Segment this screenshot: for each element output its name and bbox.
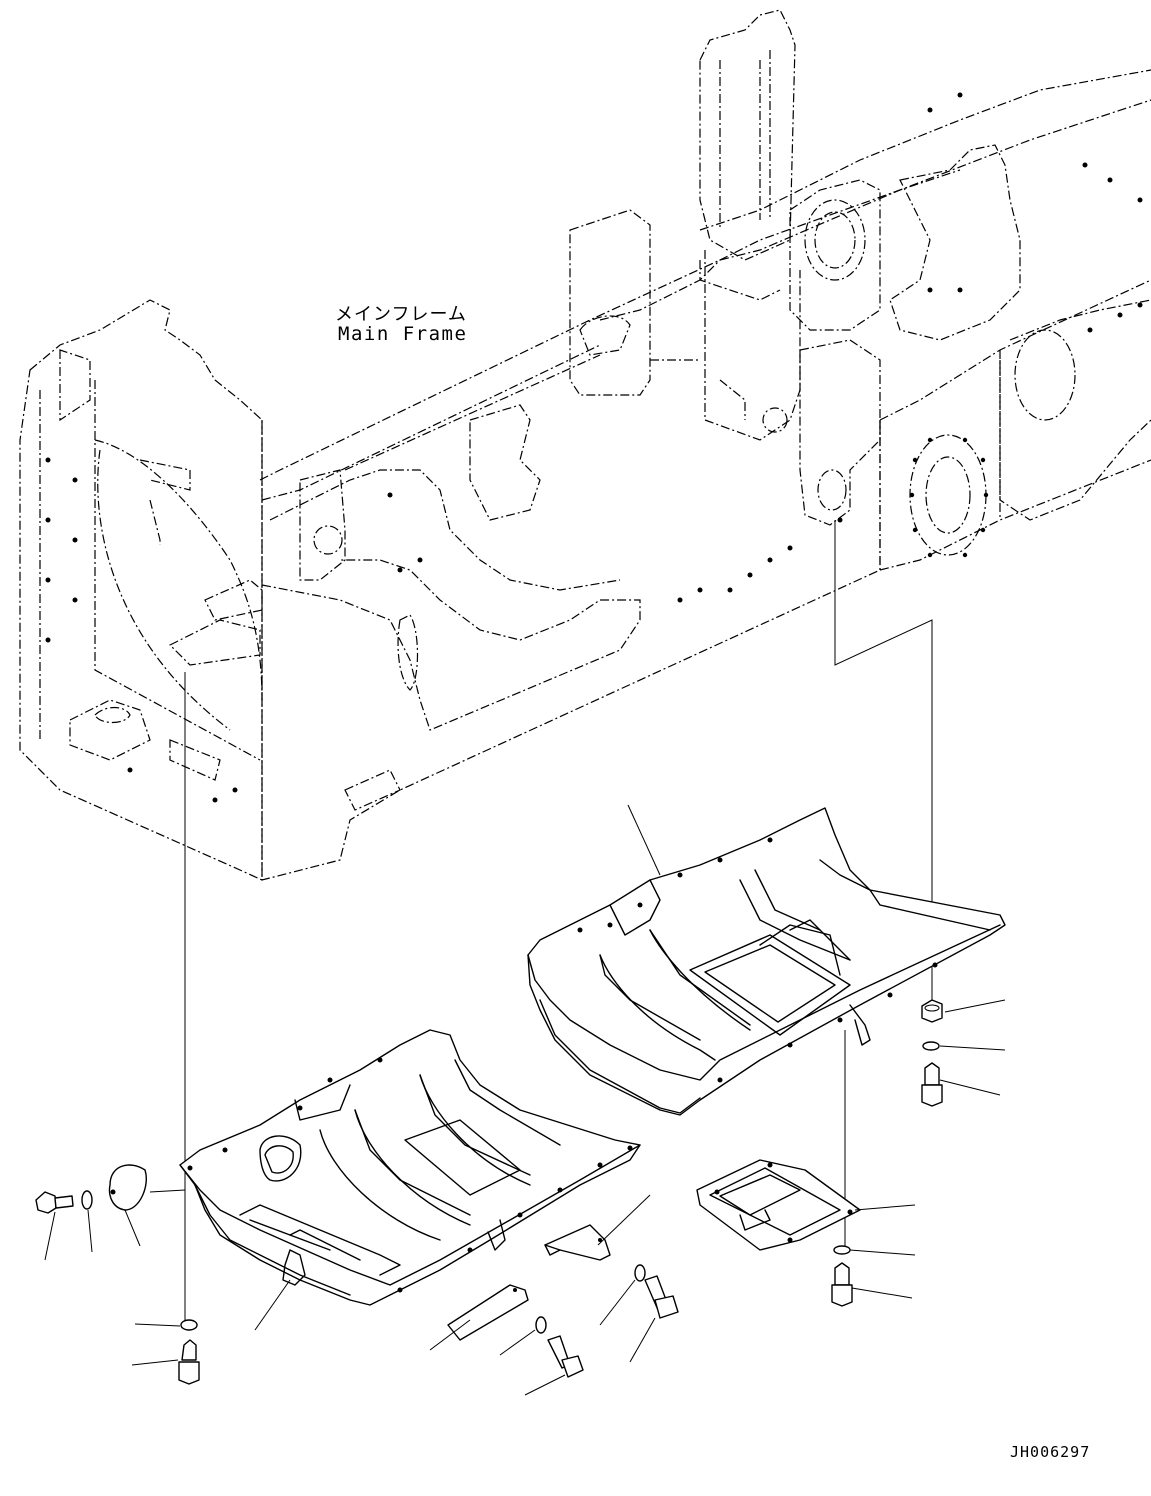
bolt-upper-right [921, 1062, 943, 1107]
hinge-bracket-left [447, 1284, 529, 1341]
flange-bolt-left [35, 1191, 74, 1214]
bolt-lower-right [831, 1262, 853, 1307]
washer-right [634, 1264, 646, 1282]
leader-lines [44, 804, 1006, 1396]
main-frame-label-en: Main Frame [338, 323, 468, 345]
bolt-mid [547, 1335, 584, 1378]
main-frame-label-jp: メインフレーム [335, 304, 467, 325]
bolt-right [644, 1275, 679, 1319]
main-frame [19, 9, 1151, 881]
washer-small-left [81, 1190, 93, 1210]
washer-lower-right [833, 1245, 851, 1255]
drawing-number: JH006297 [1010, 1443, 1091, 1461]
rear-under-cover [527, 807, 1006, 1116]
access-cover-plate [696, 1159, 861, 1251]
round-inspection-cover [108, 1164, 147, 1211]
hinge-bracket-right [544, 1224, 611, 1261]
bolt-lower-left [178, 1339, 200, 1385]
washer-upper-right [922, 1041, 940, 1051]
nut-upper-right [921, 999, 943, 1023]
washer-lower-left [180, 1319, 198, 1331]
front-under-cover [179, 1029, 641, 1306]
washer-mid [535, 1316, 547, 1334]
